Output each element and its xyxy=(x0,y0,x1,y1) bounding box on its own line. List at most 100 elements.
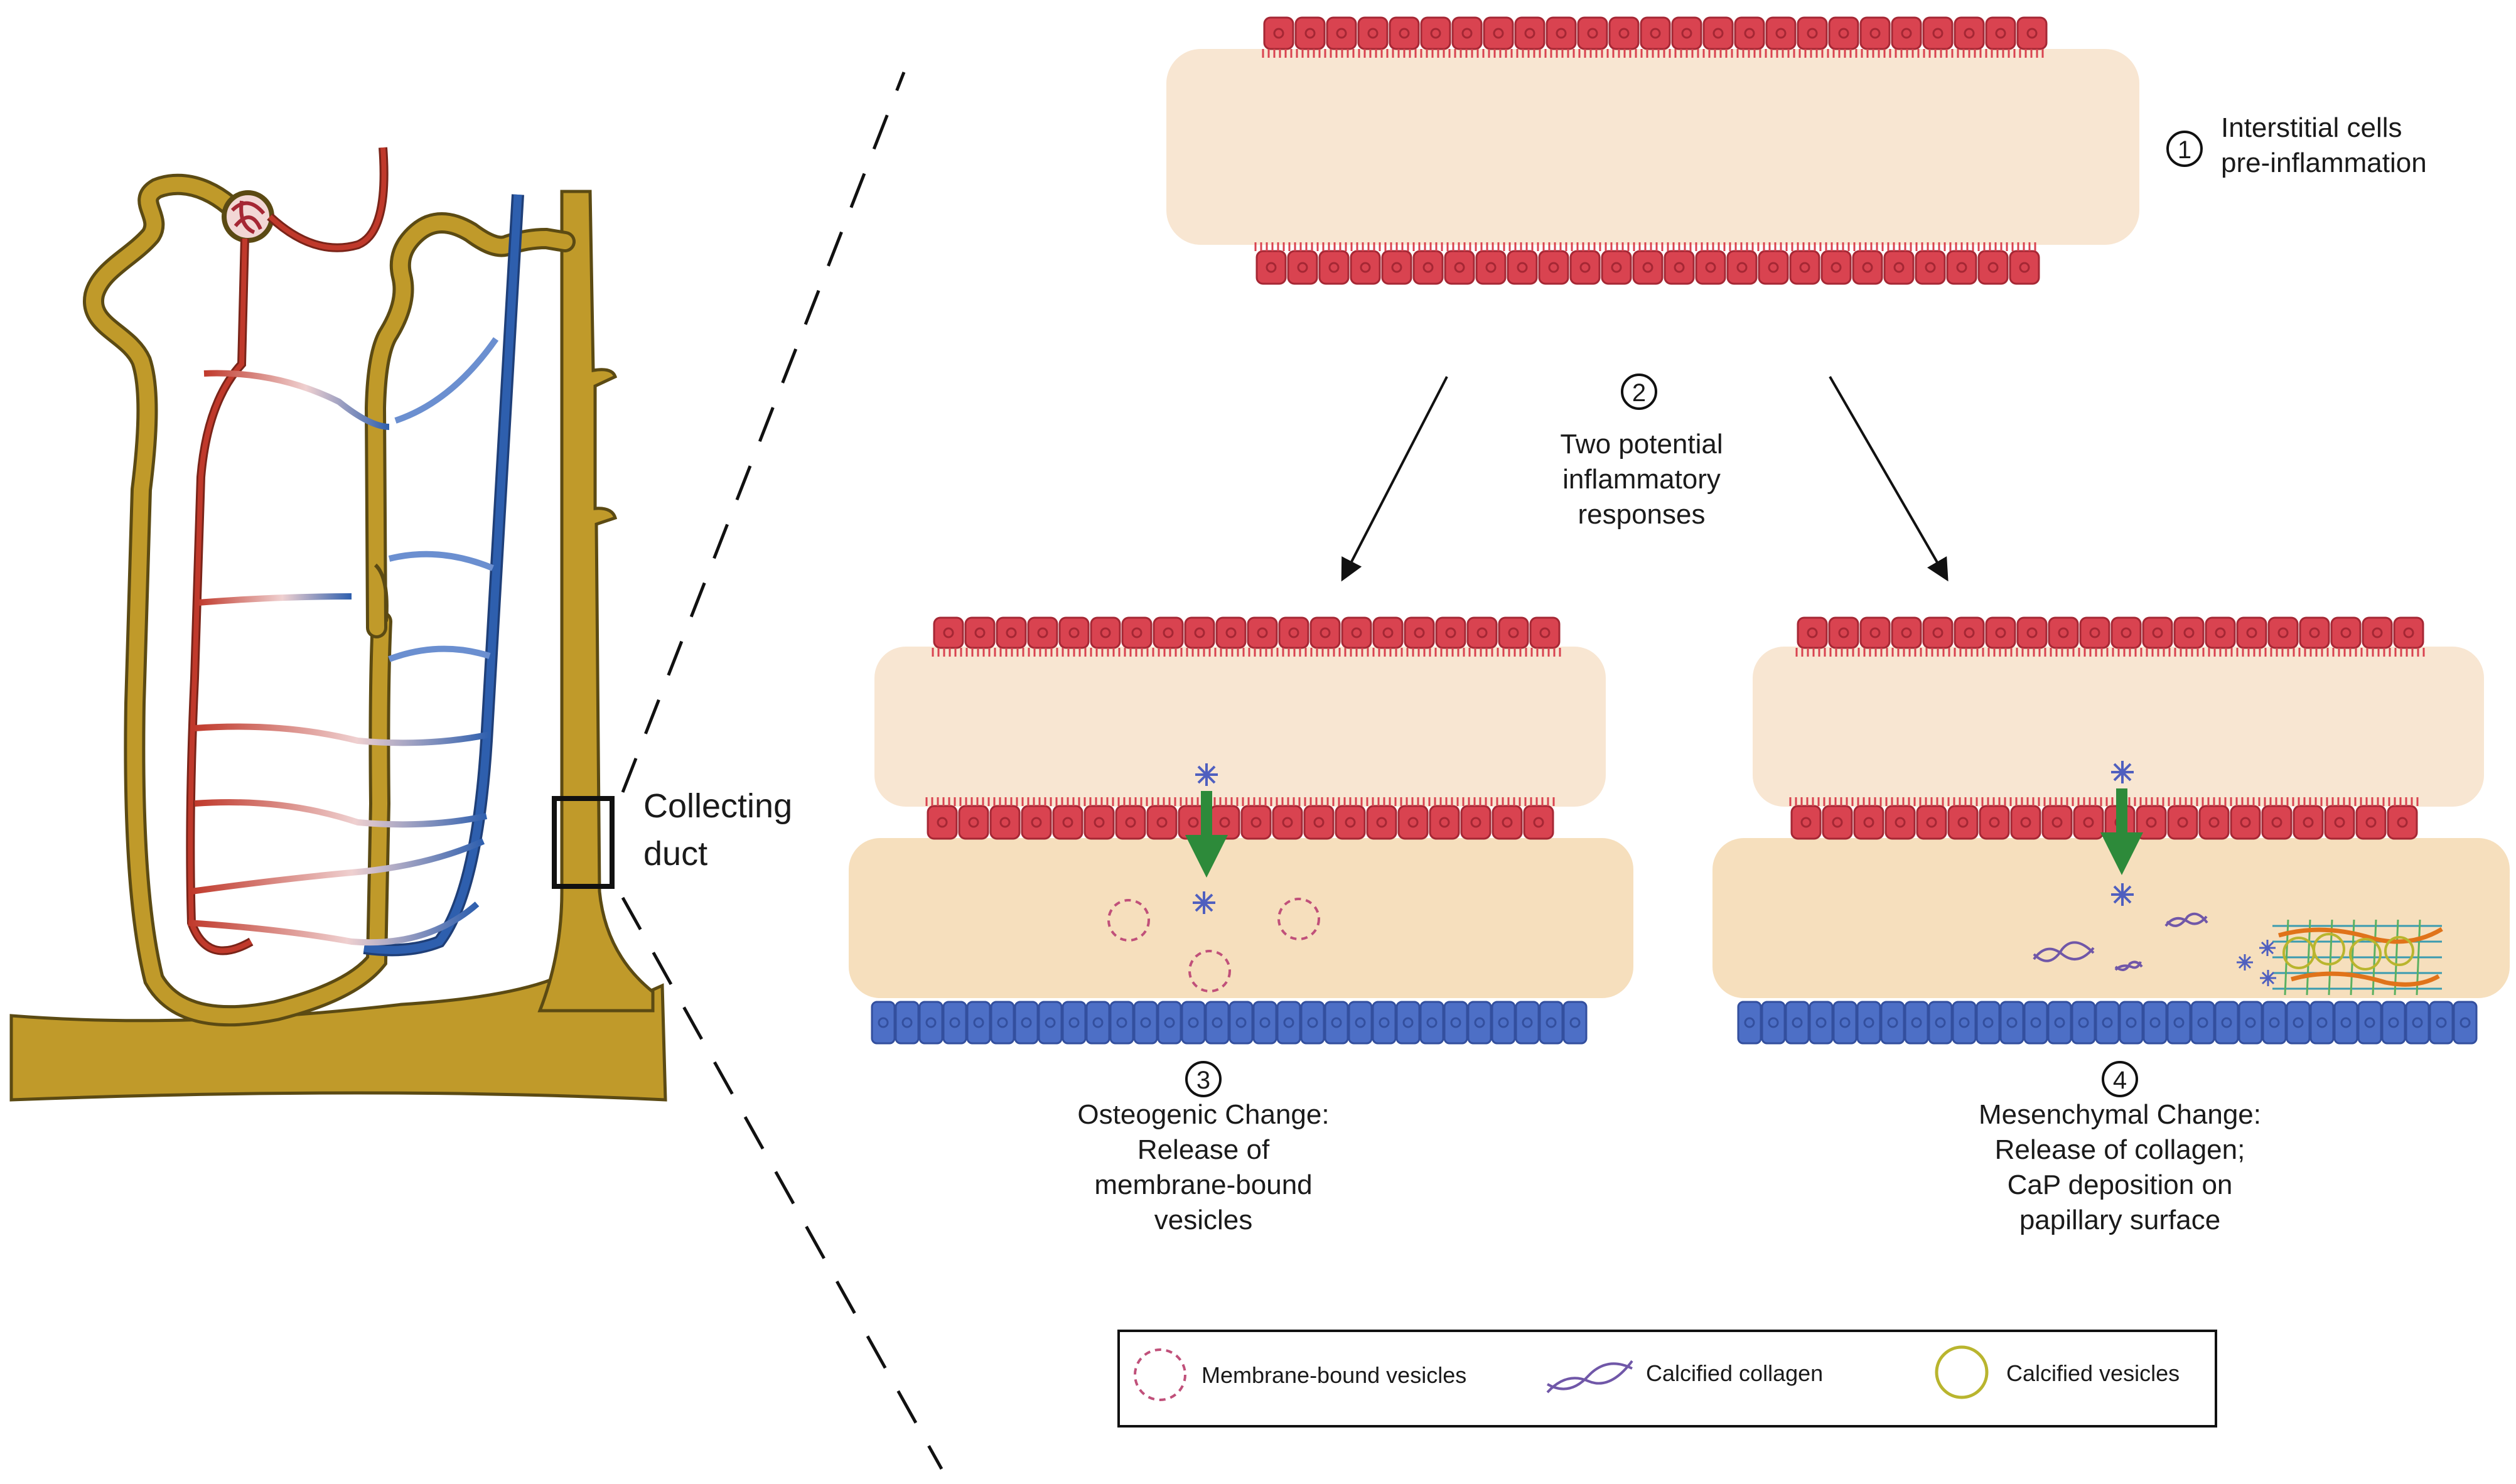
interstitium-3-upper xyxy=(874,647,1606,807)
epithelial-cell xyxy=(2016,16,2048,50)
epithelial-cell xyxy=(989,805,1021,840)
cell-nucleus xyxy=(1422,262,1434,273)
cell-nucleus xyxy=(2177,817,2188,828)
cell-nucleus xyxy=(2293,1017,2304,1028)
cell-nucleus xyxy=(1391,262,1402,273)
cell-nucleus xyxy=(1297,262,1308,273)
epithelial-cell xyxy=(1153,616,1184,649)
cell-nucleus xyxy=(1282,817,1293,828)
epithelial-cell xyxy=(2393,616,2424,649)
cell-nucleus xyxy=(1045,1017,1056,1028)
epithelial-cell xyxy=(1498,616,1529,649)
cell-nucleus xyxy=(1212,1017,1223,1028)
epithelial-cell xyxy=(1758,250,1789,285)
epithelial-cell xyxy=(1601,250,1632,285)
cell-nucleus xyxy=(1539,627,1551,638)
cell-nucleus xyxy=(1068,1017,1080,1028)
epithelial-cell xyxy=(1429,805,1460,840)
cell-nucleus xyxy=(997,1017,1008,1028)
cell-nucleus xyxy=(1094,817,1105,828)
blue-cell xyxy=(2262,1001,2287,1045)
blue-cell xyxy=(1467,1001,1492,1045)
cell-nucleus xyxy=(1956,262,1967,273)
epithelial-cell xyxy=(1671,16,1702,50)
epithelial-cell xyxy=(1255,250,1287,285)
legend-label-calcified-collagen: Calcified collagen xyxy=(1646,1360,1823,1386)
cell-nucleus xyxy=(1194,627,1205,638)
collecting-duct xyxy=(537,190,655,1013)
cell-nucleus xyxy=(1681,28,1692,39)
epithelial-cell xyxy=(1052,805,1083,840)
cell-nucleus xyxy=(2309,627,2320,638)
cell-nucleus xyxy=(2208,817,2220,828)
cell-nucleus xyxy=(937,817,948,828)
cell-nucleus xyxy=(1092,1017,1104,1028)
epithelial-cell xyxy=(2079,616,2110,649)
epithelial-cell xyxy=(2355,805,2387,840)
cell-nucleus xyxy=(1498,1017,1509,1028)
epithelium-1-top xyxy=(1262,16,2048,58)
blue-cell xyxy=(1443,1001,1468,1045)
cell-nucleus xyxy=(1522,1017,1533,1028)
epithelial-cell xyxy=(1278,616,1309,649)
collecting-duct-label-2: duct xyxy=(643,835,707,873)
cell-nucleus xyxy=(2020,817,2031,828)
epithelial-cell xyxy=(1444,250,1475,285)
cell-nucleus xyxy=(1125,817,1136,828)
blue-cell xyxy=(1205,1001,1230,1045)
cell-nucleus xyxy=(1901,627,1912,638)
blue-cell xyxy=(2238,1001,2263,1045)
cell-nucleus xyxy=(1807,627,1818,638)
epithelial-cell xyxy=(1483,16,1514,50)
epithelial-cell xyxy=(1240,805,1272,840)
blue-cell xyxy=(1928,1001,1953,1045)
epithelial-cell xyxy=(1303,805,1335,840)
cell-nucleus xyxy=(1642,262,1653,273)
step-2-line-1: Two potential xyxy=(1560,429,1723,460)
epithelial-cell xyxy=(1492,805,1523,840)
cell-nucleus xyxy=(2019,262,2030,273)
panel-4-tissue xyxy=(1712,616,2510,1045)
cell-nucleus xyxy=(1235,1017,1247,1028)
epithelial-cell xyxy=(2299,616,2330,649)
step-3-label: 3 Osteogenic Change: Release of membrane… xyxy=(1077,1061,1330,1235)
cell-nucleus xyxy=(878,1017,889,1028)
epithelial-cell xyxy=(1381,250,1412,285)
step-2-number: 2 xyxy=(1632,379,1646,407)
cell-nucleus xyxy=(1382,627,1394,638)
cell-nucleus xyxy=(1367,28,1379,39)
epithelial-cell xyxy=(1523,805,1554,840)
epithelial-cell xyxy=(1977,250,2009,285)
blue-cell-layer-3 xyxy=(871,1001,1588,1045)
cell-nucleus xyxy=(1744,28,1755,39)
epithelial-cell xyxy=(2016,616,2048,649)
cell-nucleus xyxy=(2215,627,2226,638)
cell-nucleus xyxy=(1328,262,1340,273)
epithelial-cell xyxy=(1058,616,1090,649)
cell-nucleus xyxy=(2006,1017,2018,1028)
epithelial-cell xyxy=(1538,250,1569,285)
epithelial-cell xyxy=(1820,250,1852,285)
epithelial-cell xyxy=(1695,250,1726,285)
epithelial-cell xyxy=(2387,805,2418,840)
cell-nucleus xyxy=(1259,1017,1271,1028)
epithelial-cell xyxy=(1954,616,1985,649)
cell-nucleus xyxy=(1006,627,1017,638)
cell-nucleus xyxy=(2149,1017,2161,1028)
epithelial-cell xyxy=(1664,250,1695,285)
blue-cell xyxy=(1785,1001,1810,1045)
cell-nucleus xyxy=(2364,1017,2375,1028)
epithelial-cell xyxy=(1884,805,1916,840)
blue-cell xyxy=(1157,1001,1182,1045)
cell-nucleus xyxy=(1062,817,1073,828)
collecting-duct-label: Collecting xyxy=(643,787,792,825)
step-1-line-2: pre-inflammation xyxy=(2221,148,2427,178)
signal-star-3b xyxy=(1193,891,1215,914)
blue-cell xyxy=(895,1001,920,1045)
green-arrow-4 xyxy=(2100,788,2143,875)
blue-cell xyxy=(1228,1001,1254,1045)
epithelium-3-top xyxy=(932,616,1561,657)
cell-nucleus xyxy=(2277,627,2289,638)
epithelial-cell xyxy=(1287,250,1318,285)
helix-icon xyxy=(1546,1360,1633,1394)
